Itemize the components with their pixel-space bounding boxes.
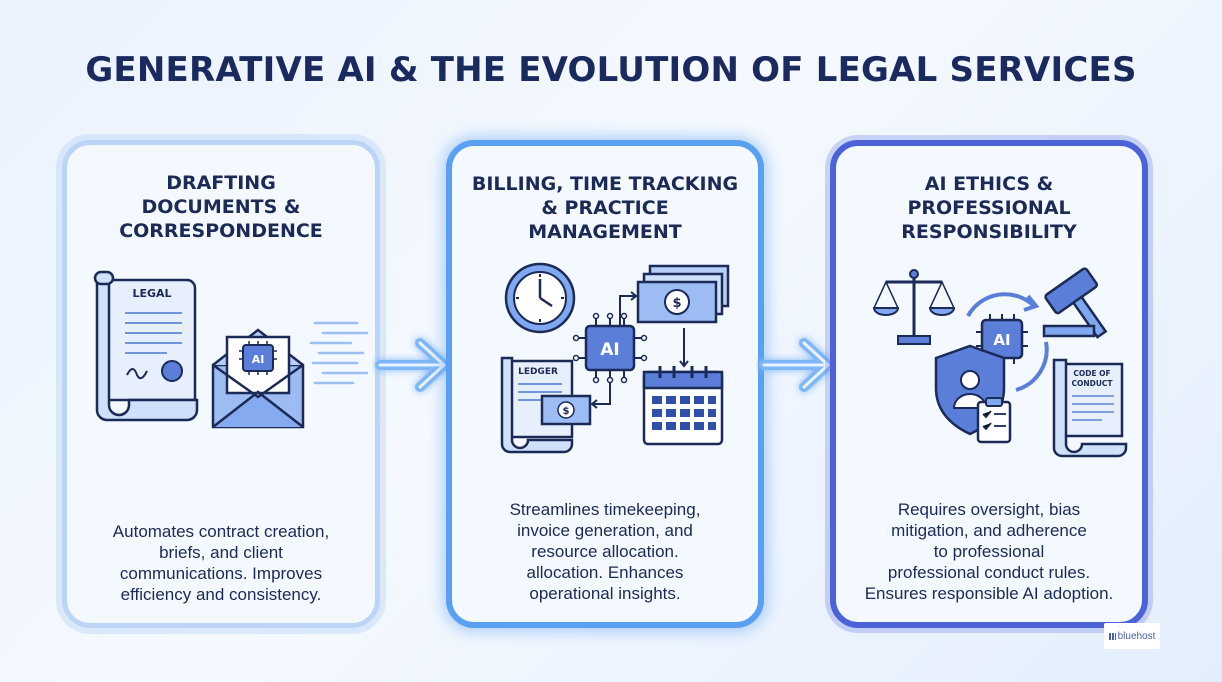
card-description: Automates contract creation, briefs, and…	[112, 522, 330, 604]
drafting-illustration: LEGAL AI	[93, 270, 369, 429]
arrow-right-icon	[759, 338, 833, 392]
code-of-conduct-icon: CODE OF CONDUCT	[1052, 358, 1128, 458]
calendar-icon	[642, 366, 724, 446]
brand-grid-icon	[1108, 632, 1116, 640]
card-description: Streamlines timekeeping, invoice generat…	[509, 500, 701, 603]
brand-logo: bluehost	[1104, 623, 1160, 649]
envelope-ai-icon: AI	[211, 328, 305, 429]
legal-document-icon: LEGAL	[93, 270, 199, 422]
ai-chip-icon: AI	[976, 314, 1028, 364]
card-title: DRAFTING DOCUMENTS & CORRESPONDENCE	[119, 172, 323, 242]
svg-text:CONDUCT: CONDUCT	[1071, 379, 1113, 388]
clock-icon	[504, 262, 576, 334]
svg-text:AI: AI	[600, 340, 619, 360]
scales-icon	[872, 269, 956, 345]
svg-text:LEGAL: LEGAL	[132, 287, 171, 300]
shield-user-icon	[934, 344, 1012, 444]
svg-text:LEDGER: LEDGER	[518, 367, 558, 377]
page-title: GENERATIVE AI & THE EVOLUTION OF LEGAL S…	[85, 50, 1137, 90]
ai-chip-icon: AI	[572, 312, 648, 384]
cash-icon: $	[636, 264, 730, 324]
billing-illustration: $ AI	[500, 262, 730, 454]
card-description: Requires oversight, bias mitigation, and…	[864, 500, 1114, 603]
ethics-illustration: AI CODE OF CONDUCT	[872, 267, 1128, 458]
svg-text:$: $	[672, 296, 681, 311]
svg-text:CODE OF: CODE OF	[1073, 369, 1110, 378]
arrow-right-icon	[375, 338, 449, 392]
card-drafting: DRAFTING DOCUMENTS & CORRESPONDENCE LEGA…	[62, 140, 380, 628]
gavel-icon	[1042, 267, 1108, 339]
card-billing: BILLING, TIME TRACKING & PRACTICE MANAGE…	[446, 140, 764, 628]
card-title: AI ETHICS & PROFESSIONAL RESPONSIBILITY	[901, 173, 1077, 243]
svg-text:AI: AI	[252, 353, 265, 366]
card-ethics: AI ETHICS & PROFESSIONAL RESPONSIBILITY	[830, 140, 1148, 628]
ledger-icon: LEDGER $	[500, 356, 592, 454]
data-stream-icon	[309, 321, 369, 385]
svg-text:$: $	[563, 406, 570, 417]
card-title: BILLING, TIME TRACKING & PRACTICE MANAGE…	[471, 173, 739, 243]
svg-text:AI: AI	[993, 331, 1010, 349]
